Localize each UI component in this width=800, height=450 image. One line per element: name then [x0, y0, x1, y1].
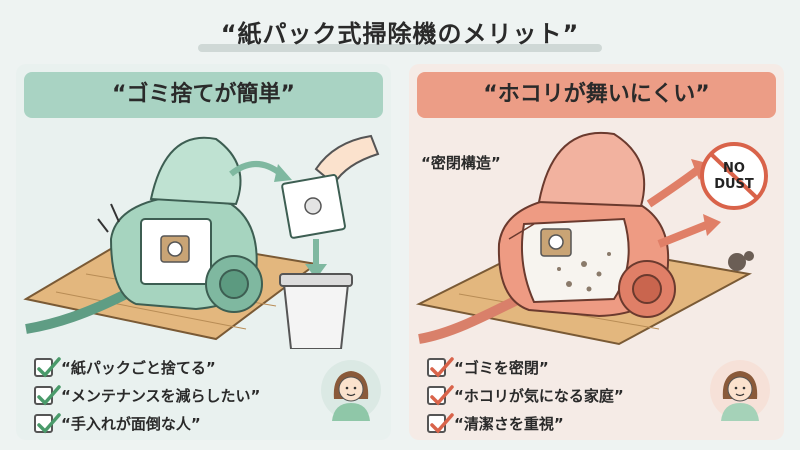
vacuum-hose — [25, 289, 129, 334]
hand-icon — [314, 134, 380, 186]
woman-avatar-icon — [321, 360, 381, 421]
trash-bin-icon — [279, 273, 353, 349]
arrow-icon — [646, 165, 702, 208]
checkbox — [427, 412, 454, 434]
vacuum-sealed-illustration: NO DUST — [415, 131, 768, 346]
check-item-label: “手入れが面倒な人” — [61, 414, 201, 433]
checkbox — [427, 384, 454, 406]
woman-avatar-icon — [710, 360, 770, 421]
check-icon — [430, 412, 454, 434]
checkbox — [34, 384, 61, 406]
check-item-label: “紙パックごと捨てる” — [61, 358, 216, 377]
vacuum-disposal-illustration — [23, 134, 380, 349]
checkbox — [427, 356, 454, 378]
check-item: “紙パックごと捨てる” — [34, 354, 260, 380]
sealed-structure-callout: “密閉構造” — [421, 154, 501, 172]
no-dust-line2: DUST — [714, 177, 754, 192]
panel-easy-disposal: “ゴミ捨てが簡単” — [16, 64, 391, 440]
check-item: “ゴミを密閉” — [427, 354, 624, 380]
checklist-easy-disposal: “紙パックごと捨てる” “メンテナンスを減らしたい” “手入れが面倒な人” — [34, 354, 260, 438]
check-item-label: “ゴミを密閉” — [454, 358, 549, 377]
page-title: “紙パック式掃除機のメリット” — [220, 20, 580, 48]
check-item-label: “清潔さを重視” — [454, 414, 564, 433]
no-dust-sign-icon: NO DUST — [700, 142, 768, 210]
vacuum-lid — [149, 136, 242, 206]
checkbox — [34, 356, 61, 378]
check-item-label: “ホコリが気になる家庭” — [454, 386, 624, 405]
checklist-dust-free: “ゴミを密閉” “ホコリが気になる家庭” “清潔さを重視” — [427, 354, 624, 438]
check-icon — [430, 384, 454, 406]
panel-header-easy-disposal: “ゴミ捨てが簡単” — [24, 72, 383, 118]
check-item: “メンテナンスを減らしたい” — [34, 382, 260, 408]
check-item-label: “メンテナンスを減らしたい” — [61, 386, 261, 405]
no-dust-line1: NO — [723, 161, 745, 176]
checkbox — [34, 412, 61, 434]
dust-puff — [728, 253, 746, 271]
arrow-icon — [657, 220, 711, 248]
check-item: “ホコリが気になる家庭” — [427, 382, 624, 408]
check-icon — [430, 356, 454, 378]
check-icon — [37, 384, 61, 406]
check-icon — [37, 412, 61, 434]
panel-header-dust-free: “ホコリが舞いにくい” — [417, 72, 776, 118]
sealed-dust-bag — [520, 217, 630, 304]
vacuum-hose — [418, 294, 522, 344]
check-item: “手入れが面倒な人” — [34, 410, 260, 436]
vacuum-lid — [537, 131, 646, 208]
panel-dust-free: “ホコリが舞いにくい” NO DUST — [409, 64, 784, 440]
check-item: “清潔さを重視” — [427, 410, 624, 436]
check-icon — [37, 356, 61, 378]
